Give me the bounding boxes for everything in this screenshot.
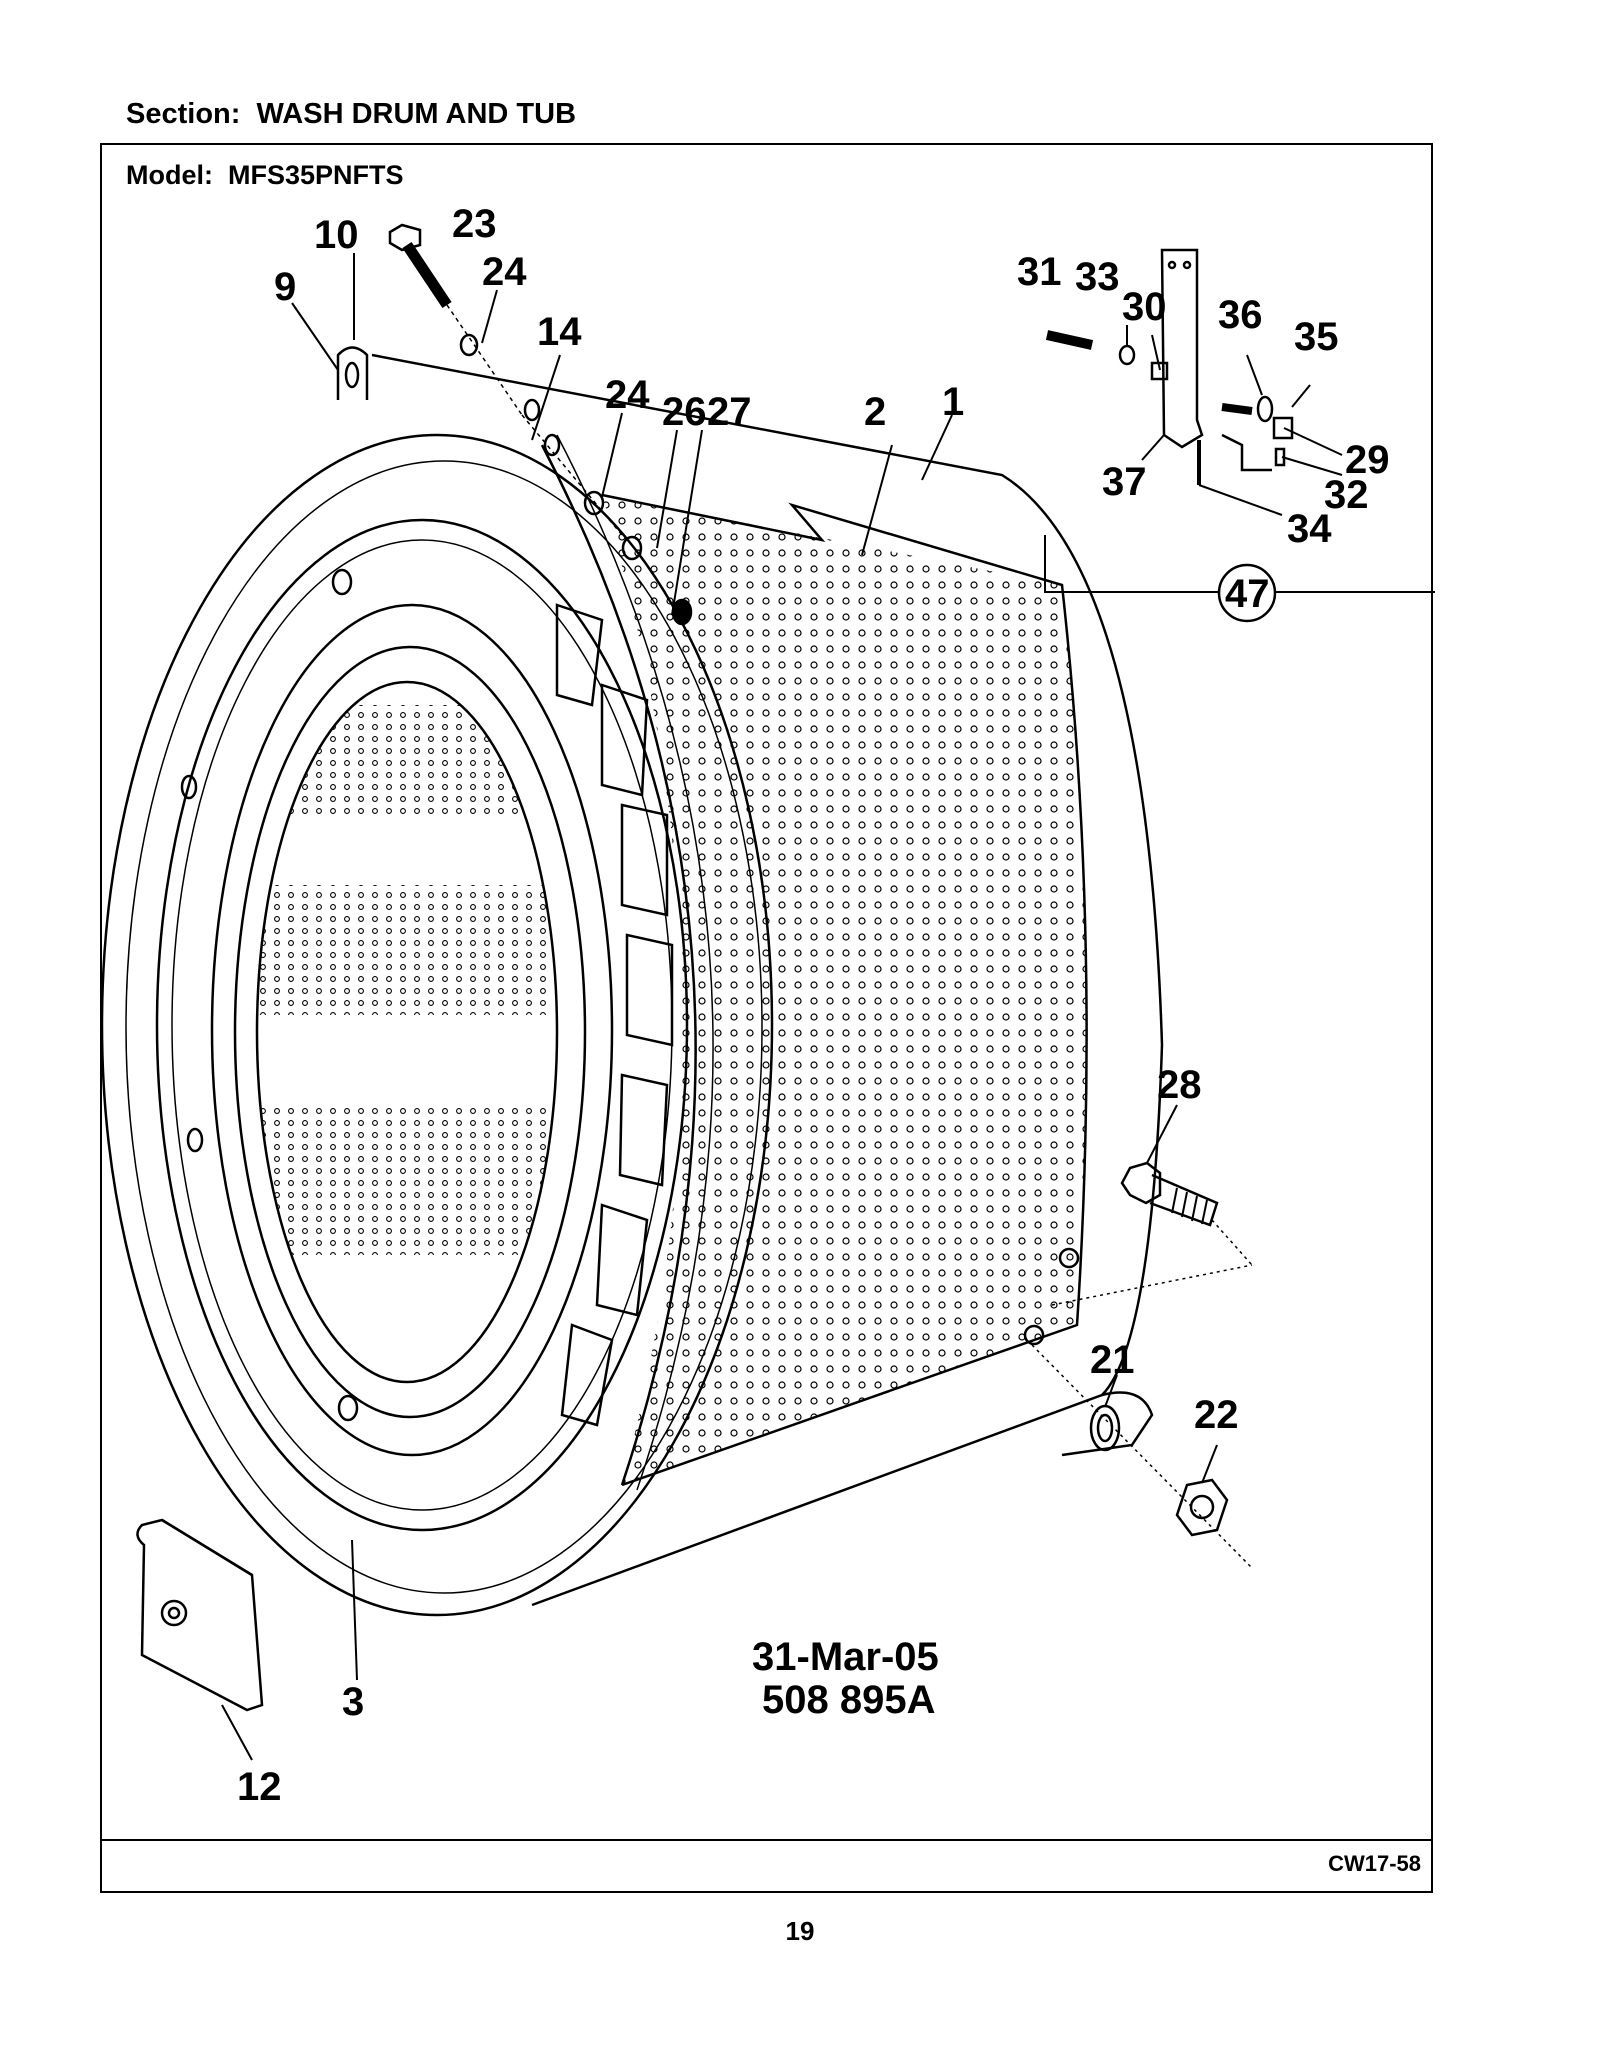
section-title: Section: WASH DRUM AND TUB — [126, 98, 577, 130]
callout: 22 — [1194, 1393, 1239, 1437]
callout: 35 — [1294, 315, 1339, 359]
callout: 47 — [1225, 572, 1270, 616]
leader-lines — [221, 253, 1343, 1761]
callout: 21 — [1090, 1338, 1135, 1382]
callout: 37 — [1102, 460, 1147, 504]
callout: 34 — [1287, 507, 1332, 551]
top-bracket — [336, 346, 369, 400]
callout: 12 — [237, 1765, 282, 1809]
diagram-frame: Model: MFS35PNFTS — [100, 143, 1435, 1893]
callout: 24 — [605, 373, 650, 417]
callouts: 1 2 3 9 10 12 14 21 22 23 24 24 26 27 28… — [237, 202, 1390, 1809]
page-number: 19 — [785, 1916, 815, 1946]
rear-hardware — [1031, 1161, 1253, 1569]
drawing-stamp: 31-Mar-05 508 895A — [752, 1635, 939, 1722]
callout: 30 — [1122, 285, 1167, 329]
callout: 14 — [537, 310, 582, 354]
inner-drum — [540, 434, 1088, 1491]
callout: 32 — [1324, 473, 1369, 517]
stamp-part-number: 508 895A — [762, 1678, 935, 1722]
callout: 2 — [864, 390, 886, 434]
model-title: Model: MFS35PNFTS — [126, 160, 404, 190]
exploded-parts-diagram: 1 2 3 9 10 12 14 21 22 23 24 24 26 27 28… — [102, 202, 1435, 1809]
callout: 26 — [662, 390, 707, 434]
callout: 24 — [482, 250, 527, 294]
callout: 10 — [314, 213, 359, 257]
callout: 29 — [1345, 438, 1390, 482]
front-panel — [102, 433, 774, 1617]
stamp-date: 31-Mar-05 — [752, 1635, 939, 1679]
drain-cover — [136, 1518, 264, 1712]
frame-divider — [102, 1839, 1431, 1841]
callout: 33 — [1075, 255, 1120, 299]
callout: 31 — [1017, 250, 1062, 294]
callout: 23 — [452, 202, 497, 246]
callout: 9 — [274, 265, 296, 309]
callout: 28 — [1157, 1063, 1202, 1107]
drawing-code: CW17-58 — [1328, 1851, 1421, 1876]
callout: 1 — [942, 380, 964, 424]
bolt-23 — [388, 223, 623, 536]
drum-back-perforations — [257, 705, 557, 1255]
callout: 3 — [342, 1680, 364, 1724]
callout: 36 — [1218, 293, 1263, 337]
bracket-assembly-47 — [1044, 248, 1435, 623]
washers — [459, 333, 693, 626]
callout: 27 — [707, 390, 752, 434]
